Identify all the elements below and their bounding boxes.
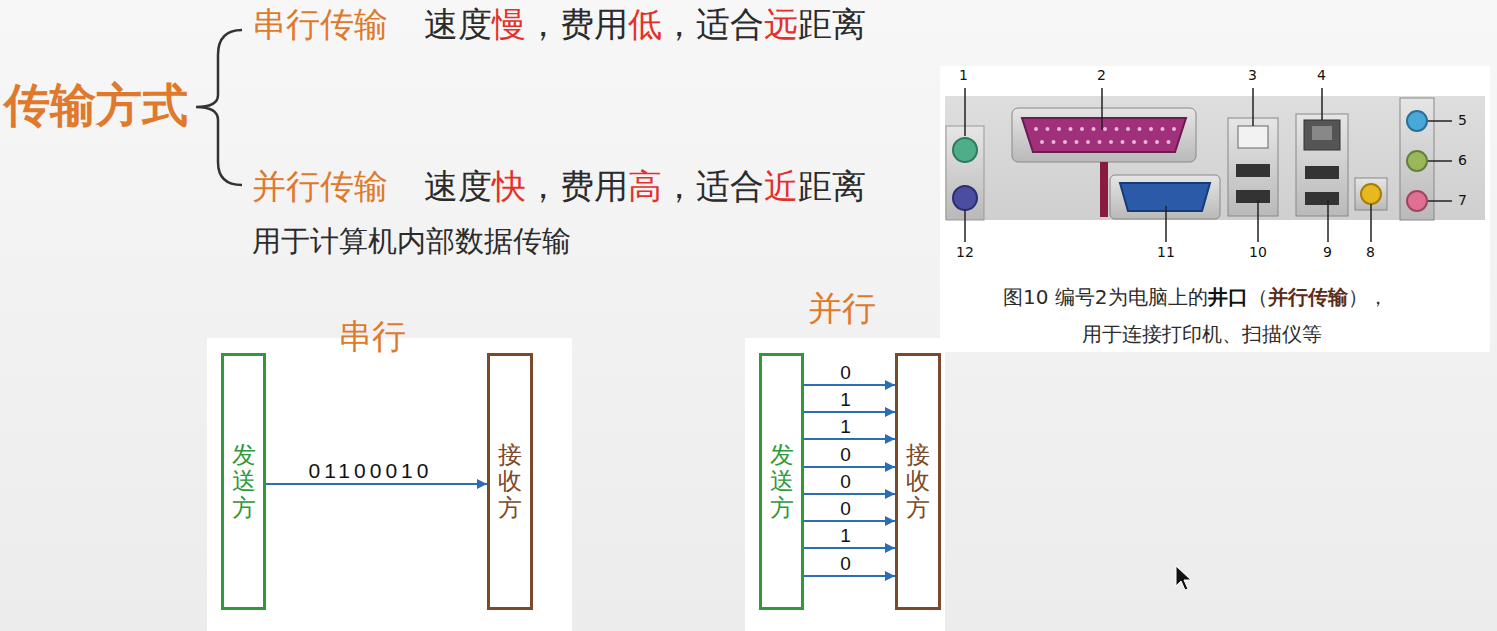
text-line: 3 (1248, 67, 1257, 84)
leader-lines (965, 88, 1452, 242)
text-line: 8 (1366, 244, 1375, 261)
text-line: 6 (1458, 152, 1467, 169)
callout-number: 3 (1248, 67, 1257, 84)
party-name: 接收方 (498, 442, 522, 521)
text-line: 图10 编号2为电脑上的井口（并行传输）， (1003, 285, 1388, 309)
text-line: 5 (1458, 112, 1467, 129)
label-text: ）， (1348, 285, 1388, 309)
callout-number: 12 (956, 244, 974, 261)
text-line: 10 (1249, 244, 1267, 261)
text-line: 串行传输速度慢，费用低，适合远距离 (252, 4, 866, 45)
data-arrow (804, 466, 895, 468)
bit-label: 1 (840, 390, 851, 409)
data-arrow (804, 411, 895, 413)
photo-panel (940, 66, 1490, 352)
label-text: 并行 (808, 288, 876, 329)
text-line: 1 (959, 67, 968, 84)
text-line: 用于计算机内部数据传输 (252, 224, 571, 259)
mouse-cursor (1176, 566, 1191, 590)
bit-label: 0 (840, 499, 851, 518)
text-line: 并行 (808, 288, 876, 329)
label-text: 距离 (798, 166, 866, 207)
label-text: 串行 (338, 316, 406, 357)
label-text: 用于计算机内部数据传输 (252, 224, 571, 259)
serial-panel (207, 338, 572, 631)
label-text: 远 (764, 4, 798, 45)
label-text: 并行传输 (252, 166, 388, 207)
text-line: 串行 (338, 316, 406, 357)
data-arrow (266, 483, 487, 485)
label-text: 速度 (424, 4, 492, 45)
bit-label: 01100010 (309, 460, 433, 481)
label-text: ，费用 (526, 4, 628, 45)
label-text: 速度 (424, 166, 492, 207)
party-box: 发送方 (759, 353, 804, 610)
party-box: 接收方 (487, 353, 533, 610)
port-photo (945, 96, 1485, 220)
party-name: 接收方 (906, 442, 930, 521)
text-line: 4 (1317, 67, 1326, 84)
callout-number: 5 (1458, 112, 1467, 129)
callout-number: 9 (1323, 244, 1332, 261)
callout-number: 8 (1366, 244, 1375, 261)
callout-number: 11 (1157, 244, 1175, 261)
brace (196, 30, 242, 185)
party-box: 发送方 (221, 353, 266, 610)
bit-label: 0 (840, 445, 851, 464)
party-name: 发送方 (232, 442, 256, 521)
data-arrow (804, 384, 895, 386)
data-arrow (804, 520, 895, 522)
bit-label: 0 (840, 363, 851, 382)
label-text: （ (1248, 285, 1268, 309)
text-line: 用于连接打印机、扫描仪等 (1082, 322, 1322, 346)
data-arrow (804, 438, 895, 440)
label-text: 距离 (798, 4, 866, 45)
label-text: 近 (764, 166, 798, 207)
text-line: 7 (1458, 192, 1467, 209)
party-name: 发送方 (770, 442, 794, 521)
parallel-panel (745, 338, 945, 631)
title: 传输方式 (4, 78, 188, 133)
label-text: 井口 (1208, 285, 1248, 309)
label-text: 图10 编号2为电脑上的 (1003, 285, 1208, 309)
label-text: 高 (628, 166, 662, 207)
label-text: 用于连接打印机、扫描仪等 (1082, 322, 1322, 346)
label-text: 低 (628, 4, 662, 45)
label-text: 快 (492, 166, 526, 207)
text-line: 11 (1157, 244, 1175, 261)
text-line: 并行传输速度快，费用高，适合近距离 (252, 166, 866, 207)
callout-number: 4 (1317, 67, 1326, 84)
callout-number: 7 (1458, 192, 1467, 209)
data-arrow (804, 575, 895, 577)
text-line: 9 (1323, 244, 1332, 261)
callout-number: 1 (959, 67, 968, 84)
bit-label: 1 (840, 526, 851, 545)
data-arrow (804, 493, 895, 495)
text-line: 2 (1097, 67, 1106, 84)
label-text: ，适合 (662, 4, 764, 45)
label-text: ，费用 (526, 166, 628, 207)
callout-number: 10 (1249, 244, 1267, 261)
callout-number: 2 (1097, 67, 1106, 84)
bit-label: 0 (840, 472, 851, 491)
callout-number: 6 (1458, 152, 1467, 169)
label-text: 并行传输 (1268, 285, 1348, 309)
text-line: 12 (956, 244, 974, 261)
label-text: 慢 (492, 4, 526, 45)
label-text: ，适合 (662, 166, 764, 207)
label-text: 串行传输 (252, 4, 388, 45)
data-arrow (804, 547, 895, 549)
bit-label: 0 (840, 554, 851, 573)
bit-label: 1 (840, 417, 851, 436)
party-box: 接收方 (895, 353, 941, 610)
